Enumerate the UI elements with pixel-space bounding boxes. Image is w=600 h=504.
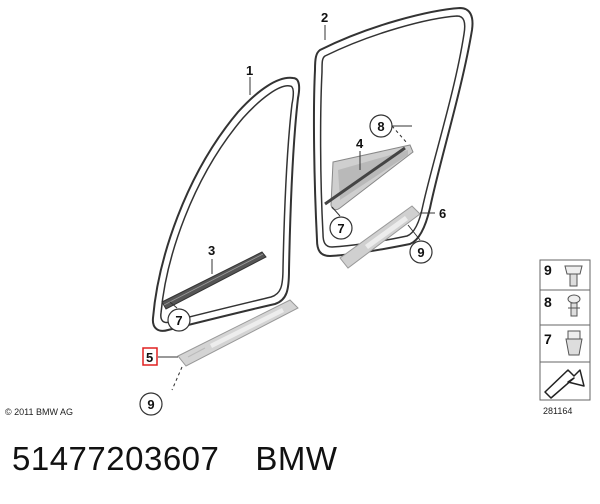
b-pillar-trim [324,144,414,211]
leader-lines [158,25,435,391]
callout-1: 1 [246,63,253,78]
callout-7-front: 7 [175,313,182,328]
sill-strip-rear [339,205,421,269]
callout-6: 6 [439,206,446,221]
part-caption: 51477203607 BMW [12,440,338,478]
callout-5: 5 [146,350,153,365]
highlight-box [142,347,158,366]
clip-7-icon [565,330,583,356]
callout-5-highlight: 5 [142,347,158,366]
arrow-icon [544,369,585,399]
seal-front-door [151,76,301,332]
legend-number-8: 8 [544,294,552,310]
part-number: 51477203607 [12,440,220,477]
rubber-strip [161,251,267,310]
seal-rear-door [312,7,474,257]
circle-callout-7b: 7 [329,216,353,240]
callout-9-front: 9 [147,397,154,412]
callout-8: 8 [377,119,384,134]
brand-name: BMW [255,440,338,477]
parts-diagram: 1 2 3 4 6 5 7 7 8 9 9 9 8 [5,7,591,417]
circle-callout-7a: 7 [167,308,191,332]
callout-3: 3 [208,243,215,258]
diagram-id: 281164 [543,406,572,416]
legend-number-7: 7 [544,331,552,347]
callout-7-rear: 7 [337,221,344,236]
circle-callout-9b: 9 [139,392,163,416]
circle-callout-9a: 9 [409,240,433,264]
callout-2: 2 [321,10,328,25]
clip-8-icon [567,294,581,317]
copyright-text: © 2011 BMW AG [5,407,73,417]
circle-callout-8: 8 [369,114,393,138]
sill-strip-front [177,299,299,367]
fastener-legend: 9 8 7 [539,259,591,401]
legend-number-9: 9 [544,262,552,278]
clip-9-icon [564,265,583,287]
callout-9-rear: 9 [417,245,424,260]
callout-4: 4 [356,136,364,151]
